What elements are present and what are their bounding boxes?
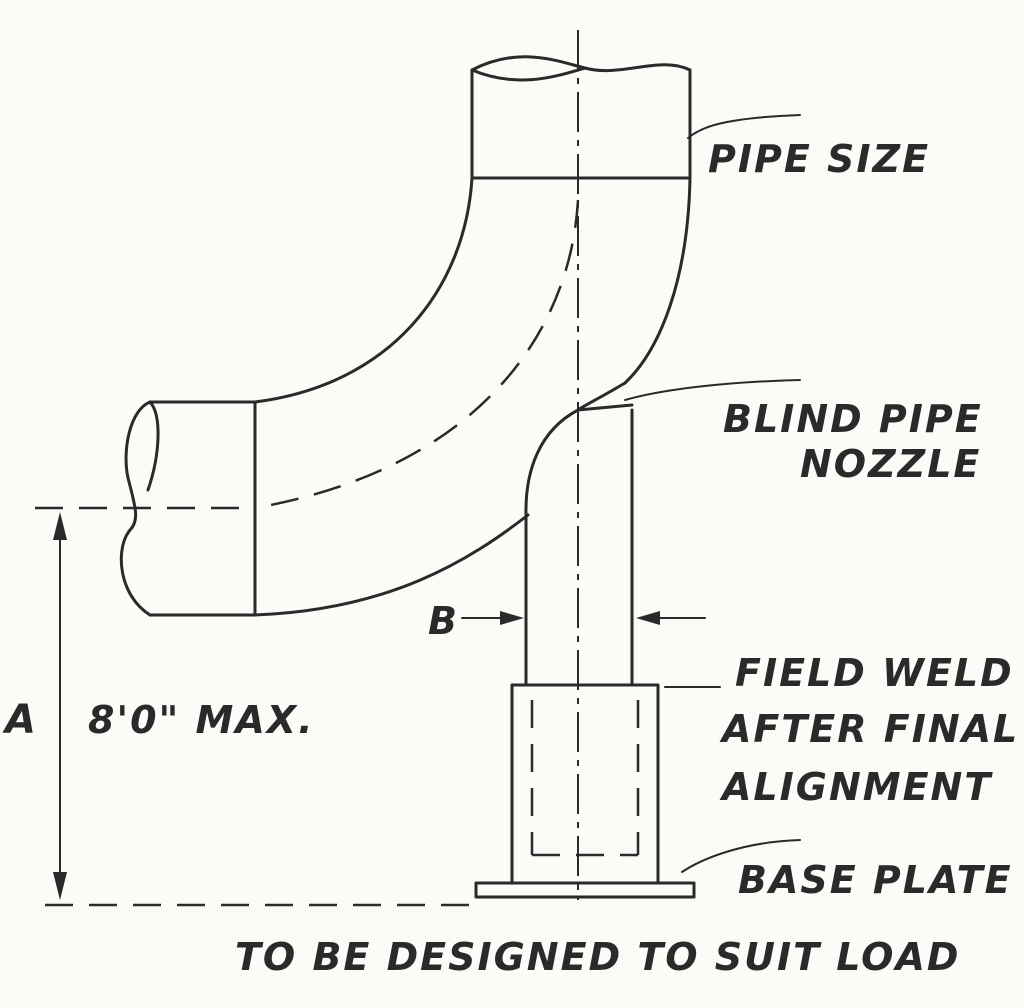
dimension-b <box>461 611 706 625</box>
blind-pipe-label-1: BLIND PIPE <box>723 397 983 441</box>
blind-pipe-leader <box>624 379 801 401</box>
base-plate-label: BASE PLATE <box>738 858 1013 902</box>
footer-note: TO BE DESIGNED TO SUIT LOAD <box>235 935 960 979</box>
field-weld-label-3: ALIGNMENT <box>719 765 993 809</box>
field-weld-label-2: AFTER FINAL <box>719 707 1019 751</box>
dimension-a-label: A <box>2 697 38 743</box>
horizontal-pipe <box>119 400 257 617</box>
base-plate <box>474 881 696 899</box>
support-sleeve <box>510 683 660 885</box>
elbow <box>253 176 692 617</box>
upper-pipe <box>470 55 692 180</box>
pipe-size-label: PIPE SIZE <box>708 137 930 181</box>
dimension-b-label: B <box>428 599 459 643</box>
base-plate-leader <box>681 839 801 873</box>
pipe-size-leader <box>687 114 801 139</box>
blind-pipe-nozzle <box>524 403 634 687</box>
field-weld-label-1: FIELD WELD <box>735 651 1014 695</box>
blind-pipe-label-2: NOZZLE <box>800 442 981 486</box>
dimension-a <box>35 506 476 907</box>
dimension-a-value: 8'0" MAX. <box>88 698 315 742</box>
